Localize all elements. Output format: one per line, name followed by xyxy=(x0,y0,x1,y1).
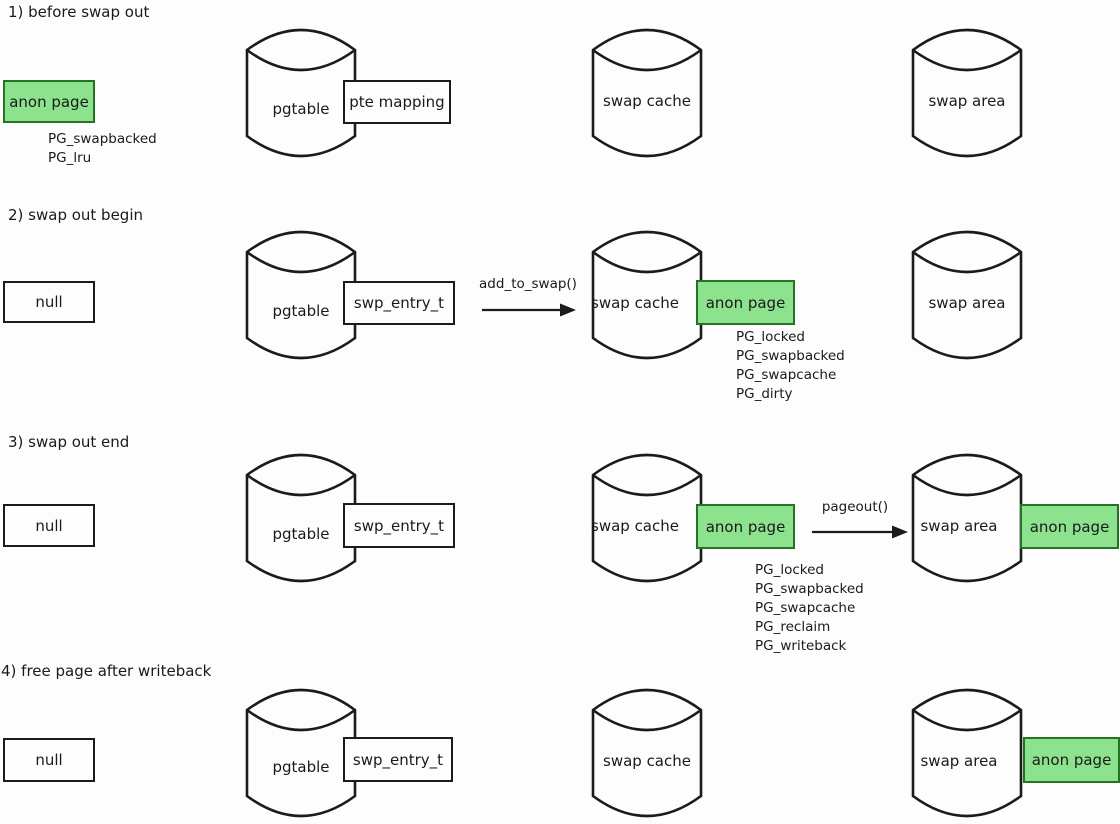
swap-area-cylinder xyxy=(911,453,1023,583)
anon-page-box: anon page xyxy=(1023,737,1120,783)
null-page-box: null xyxy=(3,504,95,547)
swap-cache-cylinder xyxy=(591,453,703,583)
anon-page-box: anon page xyxy=(3,80,95,123)
step-1-title: 1) before swap out xyxy=(8,3,150,21)
pgtable-label: pgtable xyxy=(272,758,330,776)
page-flags-list: PG_locked PG_swapbacked PG_swapcache PG_… xyxy=(736,328,845,404)
flag-item: PG_dirty xyxy=(736,386,793,402)
pgtable-cylinder xyxy=(245,230,357,360)
swap-cache-cylinder xyxy=(591,230,703,360)
swap-area-label: swap area xyxy=(928,92,1006,110)
pageout-arrow-icon xyxy=(812,525,908,539)
anon-page-label: anon page xyxy=(9,92,89,111)
swp-entry-box: swp_entry_t xyxy=(343,737,453,782)
pgtable-label: pgtable xyxy=(272,100,330,118)
swap-area-cylinder xyxy=(911,688,1023,818)
flag-item: PG_locked xyxy=(736,329,805,345)
swap-area-label: swap area xyxy=(920,752,998,770)
anon-page-label: anon page xyxy=(1031,751,1112,769)
pgtable-label: pgtable xyxy=(272,525,330,543)
swap-cache-label: swap cache xyxy=(603,752,691,770)
null-page-box: null xyxy=(3,738,95,782)
anon-page-box: anon page xyxy=(696,504,795,549)
flag-item: PG_swapbacked xyxy=(48,131,157,147)
swp-entry-label: swp_entry_t xyxy=(353,516,445,535)
swap-cache-cylinder xyxy=(591,28,703,158)
null-page-label: null xyxy=(35,293,63,311)
swap-area-label: swap area xyxy=(920,517,998,535)
anon-page-box: anon page xyxy=(696,280,795,325)
swap-area-label: swap area xyxy=(928,294,1006,312)
swp-entry-box: swp_entry_t xyxy=(343,281,455,325)
flag-item: PG_swapcache xyxy=(755,600,856,616)
flag-item: PG_lru xyxy=(48,150,92,166)
pgtable-cylinder xyxy=(245,453,357,583)
null-page-box: null xyxy=(3,281,95,323)
step-4-title: 4) free page after writeback xyxy=(1,662,212,680)
pgtable-cylinder xyxy=(245,688,357,818)
flag-item: PG_locked xyxy=(755,562,824,578)
swap-area-cylinder xyxy=(911,28,1023,158)
flag-item: PG_reclaim xyxy=(755,619,831,635)
null-page-label: null xyxy=(35,516,63,535)
add-to-swap-arrow-label: add_to_swap() xyxy=(479,276,577,292)
pte-mapping-box: pte mapping xyxy=(343,80,451,124)
step-2-title: 2) swap out begin xyxy=(8,206,144,224)
pte-mapping-label: pte mapping xyxy=(349,93,445,111)
pgtable-cylinder xyxy=(245,28,357,158)
swap-cache-label: swap cache xyxy=(603,92,691,110)
swp-entry-label: swp_entry_t xyxy=(352,750,444,769)
anon-page-label: anon page xyxy=(705,517,786,536)
anon-page-label: anon page xyxy=(1029,517,1110,536)
swap-cache-cylinder xyxy=(591,688,703,818)
page-flags-list: PG_swapbacked PG_lru xyxy=(48,130,157,168)
flag-item: PG_swapbacked xyxy=(736,348,845,364)
anon-page-box: anon page xyxy=(1020,504,1119,549)
step-3-title: 3) swap out end xyxy=(8,433,130,451)
pgtable-label: pgtable xyxy=(272,302,330,320)
swp-entry-box: swp_entry_t xyxy=(343,503,455,548)
swap-cache-label: swap cache xyxy=(591,294,679,312)
pageout-arrow-label: pageout() xyxy=(821,499,889,515)
anon-page-label: anon page xyxy=(705,293,786,312)
flag-item: PG_swapcache xyxy=(736,367,837,383)
swp-entry-label: swp_entry_t xyxy=(353,294,445,312)
swap-area-cylinder xyxy=(911,230,1023,360)
flag-item: PG_swapbacked xyxy=(755,581,864,597)
add-to-swap-arrow-icon xyxy=(482,303,576,317)
null-page-label: null xyxy=(35,751,63,769)
flag-item: PG_writeback xyxy=(755,638,847,654)
page-flags-list: PG_locked PG_swapbacked PG_swapcache PG_… xyxy=(755,561,864,656)
swap-cache-label: swap cache xyxy=(591,517,679,535)
